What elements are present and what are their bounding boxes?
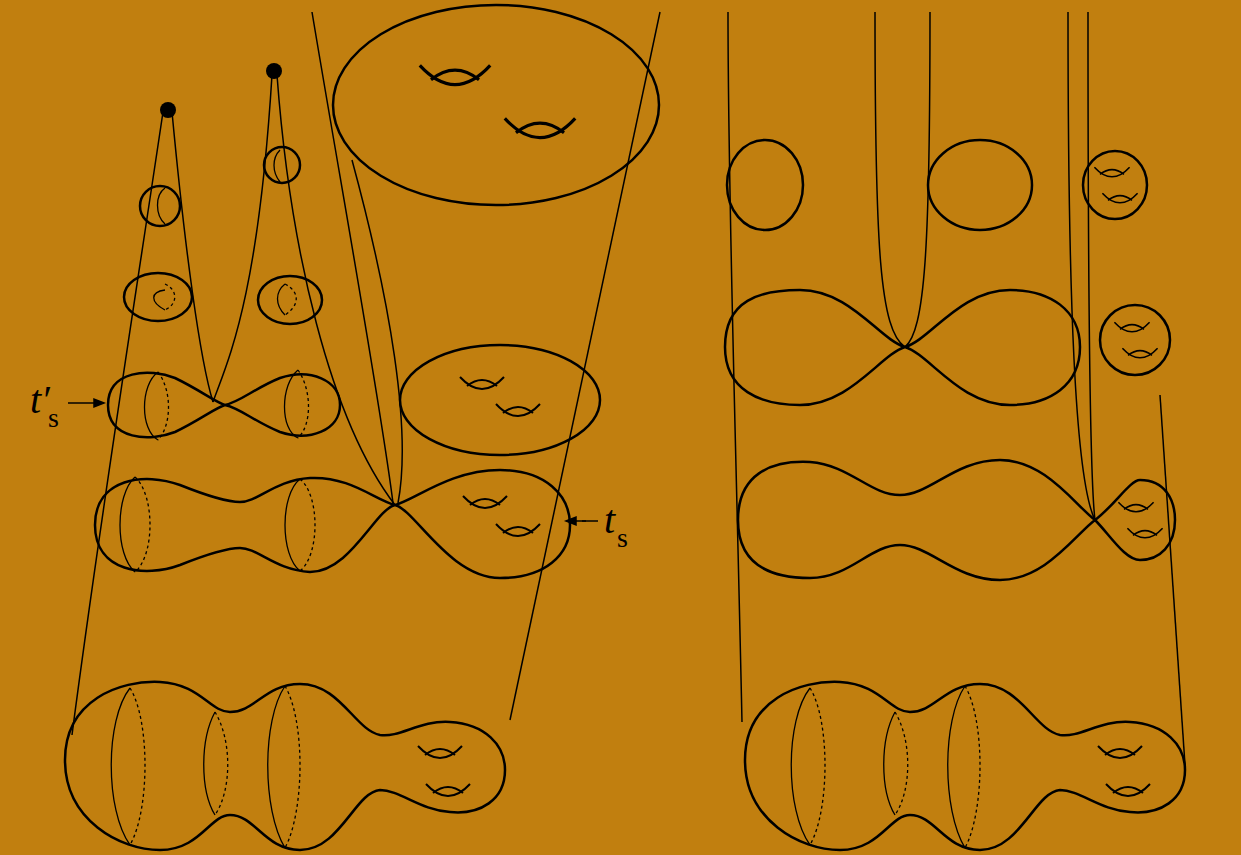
time-subscript: s [617, 524, 628, 552]
time-label: t′ [30, 380, 50, 420]
time-label: t [604, 500, 615, 540]
time-subscript: s [48, 404, 59, 432]
